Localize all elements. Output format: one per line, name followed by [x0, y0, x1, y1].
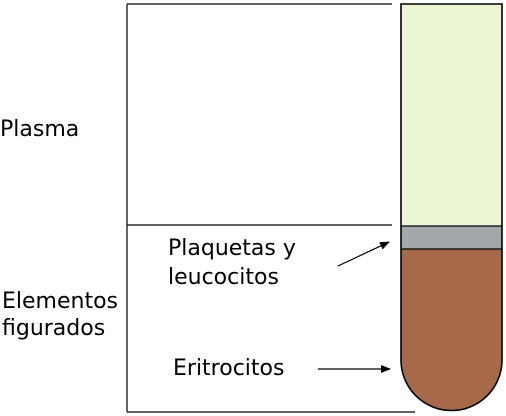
- erythrocytes-label: Eritrocitos: [173, 356, 285, 381]
- platelets-label-line2: leucocitos: [168, 265, 279, 290]
- plasma-label: Plasma: [0, 117, 80, 142]
- plasma-layer: [401, 4, 502, 226]
- buffy-coat-layer: [401, 226, 502, 249]
- erythrocyte-layer: [401, 249, 502, 411]
- formed-elements-label-line2: figurados: [2, 316, 106, 341]
- test-tube: [400, 3, 503, 412]
- arrow-icon: [337, 241, 390, 267]
- tube-outline: [400, 3, 503, 412]
- formed-elements-label-line1: Elementos: [2, 289, 119, 314]
- platelets-label-line1: Plaquetas y: [168, 236, 296, 261]
- bracket-lines: [126, 3, 415, 413]
